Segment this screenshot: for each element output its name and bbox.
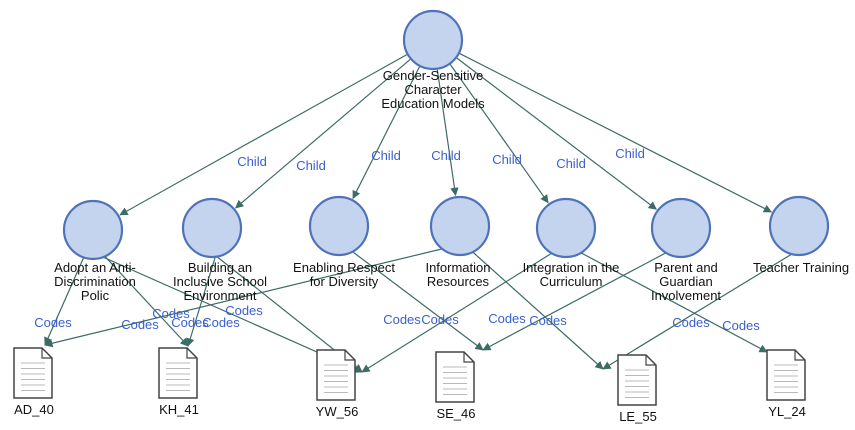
- document-icon[interactable]: [617, 354, 657, 406]
- node-label: Teacher Training: [753, 260, 849, 275]
- document-label: KH_41: [159, 402, 199, 417]
- child-edge: [459, 53, 773, 213]
- child-edge-label: Child: [371, 148, 401, 163]
- codes-edge-label: Codes: [225, 303, 263, 318]
- codes-edge-label: Codes: [722, 318, 760, 333]
- codes-edge: [44, 249, 88, 346]
- node-circle[interactable]: [535, 197, 597, 259]
- node-circle[interactable]: [429, 195, 491, 257]
- edges-layer: [44, 53, 806, 373]
- node-circle[interactable]: [62, 199, 124, 261]
- codes-edge: [482, 247, 676, 351]
- child-edge: [436, 69, 459, 197]
- child-edge-label: Child: [237, 154, 267, 169]
- document-node[interactable]: SE_46: [435, 351, 476, 421]
- document-label: LE_55: [619, 409, 657, 424]
- theme-node[interactable]: Teacher Training: [753, 195, 849, 275]
- node-circle[interactable]: [308, 195, 370, 257]
- codes-edge-label: Codes: [529, 313, 567, 328]
- document-icon[interactable]: [316, 349, 356, 401]
- child-edge: [352, 66, 421, 200]
- child-edge-label: Child: [492, 152, 522, 167]
- document-label: AD_40: [14, 402, 54, 417]
- codes-edge: [86, 249, 363, 373]
- document-icon[interactable]: [766, 349, 806, 401]
- document-node[interactable]: YL_24: [766, 349, 806, 419]
- document-label: SE_46: [436, 406, 475, 421]
- document-label: YW_56: [316, 404, 359, 419]
- child-edge-label: Child: [615, 146, 645, 161]
- node-circle[interactable]: [402, 9, 464, 71]
- child-edge: [456, 57, 657, 210]
- document-node[interactable]: AD_40: [13, 347, 54, 417]
- document-node[interactable]: KH_41: [158, 347, 199, 417]
- document-label: YL_24: [768, 404, 806, 419]
- document-node[interactable]: YW_56: [316, 349, 359, 419]
- child-edge-label: Child: [296, 158, 326, 173]
- codes-edge: [186, 247, 219, 347]
- codes-edge-label: Codes: [421, 312, 459, 327]
- node-circle[interactable]: [768, 195, 830, 257]
- codes-edge: [344, 245, 484, 351]
- codes-edge: [98, 249, 189, 347]
- child-edge: [449, 64, 549, 204]
- codes-edge-label: Codes: [34, 315, 72, 330]
- codes-edge-label: Codes: [202, 315, 240, 330]
- child-edge: [119, 54, 408, 216]
- codes-edge: [602, 245, 806, 370]
- document-icon[interactable]: [435, 351, 475, 403]
- codes-edge: [44, 245, 455, 348]
- codes-edge: [465, 245, 604, 370]
- codes-edge: [361, 247, 561, 373]
- codes-edge-label: Codes: [171, 315, 209, 330]
- codes-edge-label: Codes: [152, 306, 190, 321]
- codes-edge-label: Codes: [121, 317, 159, 332]
- codes-edge-label: Codes: [383, 312, 421, 327]
- codes-edge-label: Codes: [672, 315, 710, 330]
- codes-edge: [571, 247, 768, 353]
- child-edge: [234, 58, 411, 209]
- node-circle[interactable]: [181, 197, 243, 259]
- document-node[interactable]: LE_55: [617, 354, 657, 424]
- node-circle[interactable]: [650, 197, 712, 259]
- child-edge-label: Child: [556, 156, 586, 171]
- document-icon[interactable]: [13, 347, 53, 399]
- child-edge-label: Child: [431, 148, 461, 163]
- document-icon[interactable]: [158, 347, 198, 399]
- codes-edge-label: Codes: [488, 311, 526, 326]
